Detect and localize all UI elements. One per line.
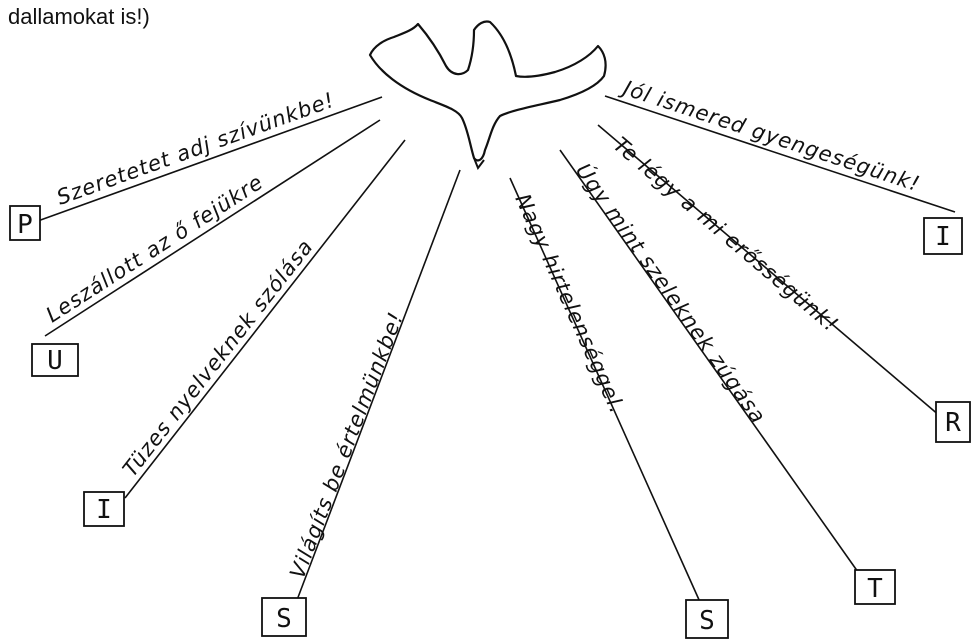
caption: dallamokat is!) [8,4,150,29]
letter-u: U [47,346,63,376]
letter-t: T [867,574,883,604]
letter-p: P [17,210,33,240]
letter-s-left: S [276,604,292,634]
ray-p-text: Szeretetet adj szívünkbe! [54,88,338,210]
ray-u: Leszállott az ő fejükre U [32,120,380,376]
ray-s-left-text: Világíts be értelmünkbe! [285,308,408,581]
letter-r: R [945,408,961,438]
ray-i-left-text: Tüzes nyelveknek szólása [118,235,318,481]
letter-i-left: I [96,495,112,525]
dove-icon [370,21,606,168]
ray-s-left: Világíts be értelmünkbe! S [262,170,460,636]
letter-i-right: I [935,222,951,252]
letter-s-right: S [699,606,715,636]
ray-s-right: Nagy hirtelenséggel. S [510,178,728,638]
